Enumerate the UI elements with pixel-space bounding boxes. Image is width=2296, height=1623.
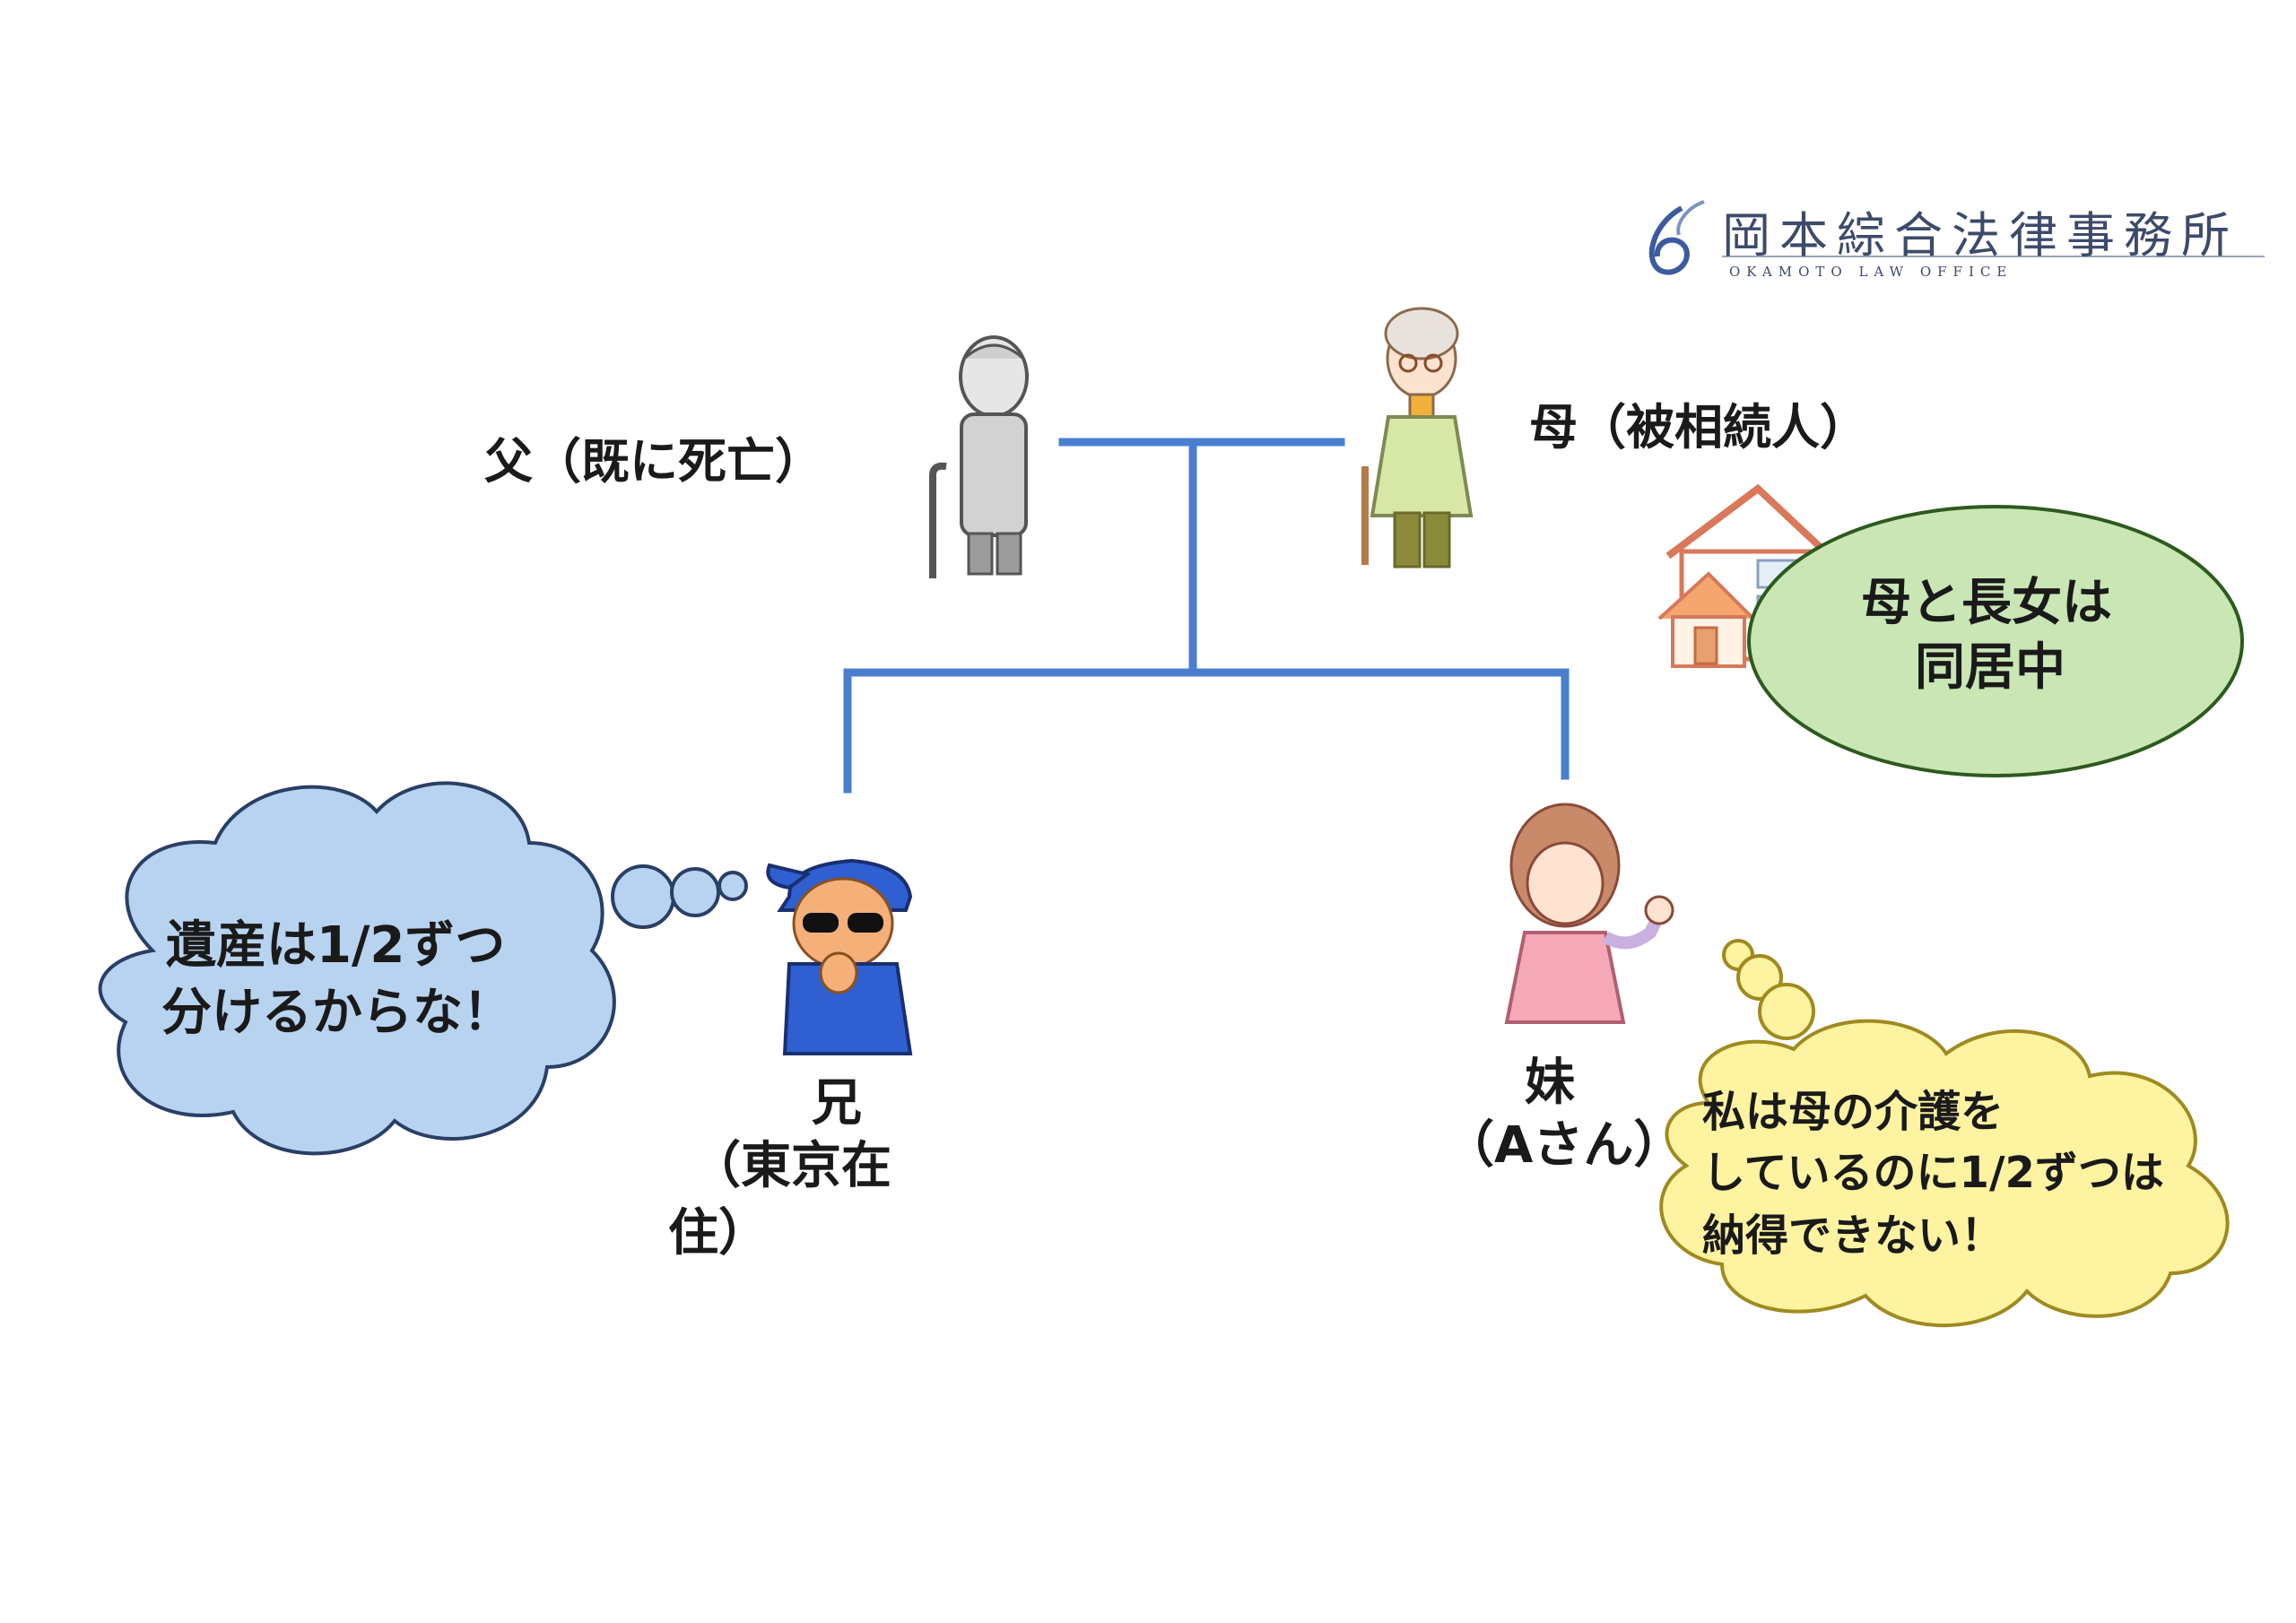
brother-residence-label-cont: 住） bbox=[668, 1204, 769, 1263]
house-bubble-line-1: 母と長女は bbox=[1861, 574, 2112, 632]
mother-figure bbox=[1361, 307, 1474, 568]
sister-thought-bubble bbox=[1659, 939, 2230, 1328]
law-office-name-jp: 岡本綜合法律事務所 bbox=[1722, 207, 2239, 264]
sister-bubble-line-1: 私は母の介護を bbox=[1702, 1087, 2005, 1137]
law-office-name-en: OKAMOTO LAW OFFICE bbox=[1729, 264, 2013, 280]
sister-figure bbox=[1504, 803, 1674, 1024]
brother-figure bbox=[766, 858, 913, 1055]
brother-bubble-line-2: 分けるからな！ bbox=[161, 984, 513, 1042]
brother-thought-bubble bbox=[98, 781, 748, 1156]
brother-residence-label: （東京在 bbox=[691, 1137, 891, 1195]
law-office-logo-mark bbox=[1648, 200, 1705, 275]
brother-bubble-line-1: 遺産は1/2ずつ bbox=[166, 916, 506, 975]
family-tree-lines bbox=[843, 438, 1570, 794]
father-figure bbox=[929, 335, 1029, 578]
mother-label: 母（被相続人） bbox=[1529, 399, 1868, 456]
house-bubble bbox=[1747, 505, 2244, 777]
sister-bubble-line-3: 納得できない！ bbox=[1702, 1211, 2005, 1261]
sister-label: 妹 bbox=[1525, 1054, 1575, 1112]
sister-name-label: （Aさん） bbox=[1444, 1116, 1684, 1175]
sister-bubble-line-2: しているのに1/2ずつは bbox=[1702, 1148, 2164, 1198]
house-bubble-line-2: 同居中 bbox=[1915, 638, 2066, 697]
brother-label: 兄 bbox=[812, 1074, 862, 1133]
father-label: 父（既に死亡） bbox=[484, 433, 823, 490]
